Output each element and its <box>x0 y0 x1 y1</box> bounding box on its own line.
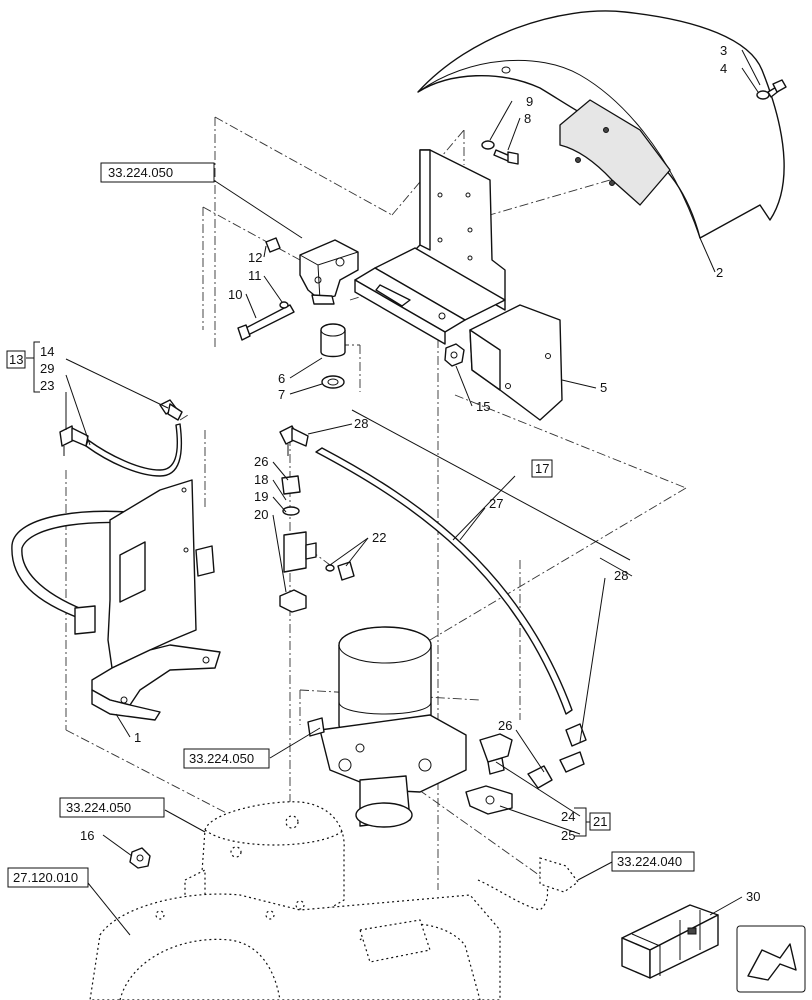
part-label-20: 20 <box>254 507 268 522</box>
part-label-16: 16 <box>80 828 94 843</box>
part-label-3: 3 <box>720 43 727 58</box>
next-page-arrow-icon[interactable] <box>736 925 806 993</box>
section-ref-dryer: 33.224.050 <box>189 751 254 766</box>
kit-21-fittings <box>465 733 553 815</box>
section-ref-valve-link[interactable]: 33.224.050 <box>100 162 215 183</box>
section-reference-boxes: 33.224.050 33.224.050 33.224.050 33.224.… <box>7 162 695 888</box>
part-label-2: 2 <box>716 265 723 280</box>
part-label-1: 1 <box>134 730 141 745</box>
part-number-labels: 3 4 9 8 2 12 11 10 6 7 5 15 14 29 23 28 … <box>40 43 760 904</box>
nut <box>444 343 465 367</box>
part-label-6: 6 <box>278 371 285 386</box>
kit-label-21: 21 <box>593 814 607 829</box>
part-label-14: 14 <box>40 344 54 359</box>
part-label-24: 24 <box>561 809 575 824</box>
tool-box <box>621 904 719 979</box>
section-ref-dryer-link[interactable]: 33.224.050 <box>183 748 270 769</box>
part-label-25: 25 <box>561 828 575 843</box>
fittings-column <box>279 425 355 613</box>
part-label-26-top: 26 <box>254 454 268 469</box>
part-label-5: 5 <box>600 380 607 395</box>
plug <box>129 847 151 869</box>
fender-bolt <box>756 79 787 100</box>
part-label-8: 8 <box>524 111 531 126</box>
mount-bracket <box>11 479 221 721</box>
part-label-18: 18 <box>254 472 268 487</box>
section-ref-compressor-link[interactable]: 33.224.050 <box>59 797 165 818</box>
section-ref-pipe-link[interactable]: 33.224.040 <box>611 851 695 872</box>
valve-assembly <box>237 237 359 341</box>
part-label-11: 11 <box>248 268 262 283</box>
part-label-23: 23 <box>40 378 54 393</box>
part-label-9: 9 <box>526 94 533 109</box>
part-label-30: 30 <box>746 889 760 904</box>
part-label-10: 10 <box>228 287 242 302</box>
part-label-27: 27 <box>489 496 503 511</box>
alignment-lines <box>65 116 687 891</box>
compressor-engine <box>89 801 579 1000</box>
part-label-29: 29 <box>40 361 54 376</box>
section-ref-valve: 33.224.050 <box>108 165 173 180</box>
air-dryer <box>307 626 467 828</box>
kit-brackets <box>26 341 633 837</box>
part-label-26-bottom: 26 <box>498 718 512 733</box>
section-ref-engine: 27.120.010 <box>13 870 78 885</box>
part-label-4: 4 <box>720 61 727 76</box>
part-label-15: 15 <box>476 399 490 414</box>
part-label-28-top: 28 <box>354 416 368 431</box>
part-label-22: 22 <box>372 530 386 545</box>
part-label-28-right: 28 <box>614 568 628 583</box>
bracket-bolt <box>481 140 519 165</box>
part-label-12: 12 <box>248 250 262 265</box>
part-label-19: 19 <box>254 489 268 504</box>
section-ref-pipe: 33.224.040 <box>617 854 682 869</box>
spacer <box>320 323 346 389</box>
air-pipe <box>315 447 587 773</box>
hose-kit <box>59 399 183 477</box>
part-label-7: 7 <box>278 387 285 402</box>
bracket <box>354 149 563 421</box>
kit-number-boxes: 13 17 21 <box>6 350 611 831</box>
section-ref-engine-link[interactable]: 27.120.010 <box>7 867 89 888</box>
kit-label-17: 17 <box>535 461 549 476</box>
section-ref-compressor: 33.224.050 <box>66 800 131 815</box>
kit-label-13: 13 <box>9 352 23 367</box>
fender <box>417 10 785 239</box>
leader-lines <box>65 49 761 936</box>
